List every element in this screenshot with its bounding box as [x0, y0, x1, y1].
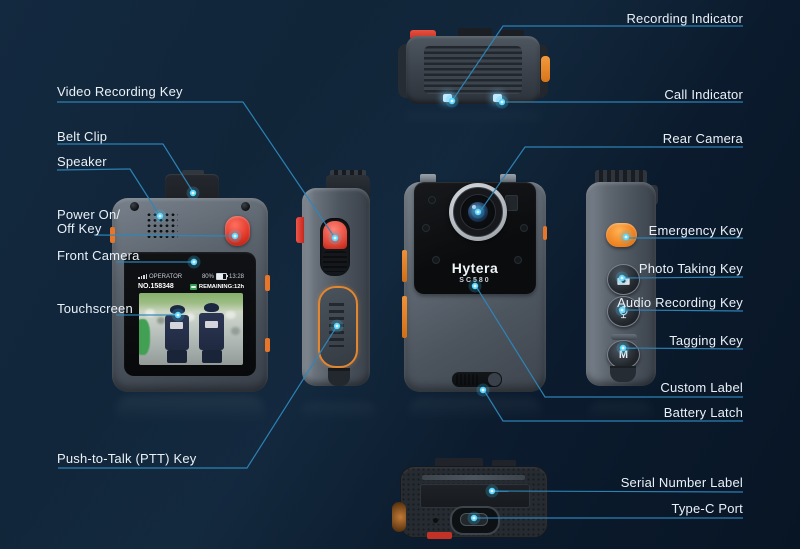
custom-label: SC580: [459, 277, 491, 284]
camera-icon: [617, 275, 630, 285]
call-indicator-light: [493, 94, 502, 102]
callout-battery-latch: Battery Latch: [663, 405, 743, 420]
tagging-key-label: M: [618, 348, 629, 361]
video-recording-key-top: [410, 30, 436, 40]
tagging-button: M: [607, 340, 640, 369]
callout-speaker: Speaker: [57, 154, 107, 169]
lens-barrel-end: [392, 502, 406, 532]
rear-view: Hytera SC580: [402, 174, 547, 396]
photo-taking-button: [607, 264, 640, 295]
rear-camera-lens: [449, 183, 507, 241]
bottom-view: [392, 458, 548, 542]
battery-icon: [215, 273, 228, 280]
callout-power-key: Power On/ Off Key: [57, 207, 121, 236]
callout-photo-taking-key: Photo Taking Key: [638, 261, 743, 276]
callout-recording-indicator: Recording Indicator: [626, 11, 743, 26]
callout-type-c-port: Type-C Port: [671, 501, 743, 516]
callout-emergency-key: Emergency Key: [648, 223, 743, 238]
screw: [130, 202, 139, 211]
left-side-view: [296, 168, 380, 400]
recording-indicator-light: [443, 94, 452, 102]
emergency-key-top: [541, 56, 550, 82]
clock: 13:28: [228, 273, 244, 280]
operator-label: OPERATOR: [149, 273, 183, 280]
ridged-grip: [424, 46, 522, 94]
signal-icon: [138, 274, 147, 279]
right-side-view: M: [584, 168, 658, 400]
speaker-grille: [146, 212, 178, 239]
screw: [241, 202, 250, 211]
front-camera: [189, 257, 198, 266]
mic-hole: [433, 518, 438, 523]
aux-sensor: [505, 195, 518, 211]
bystander-green: [139, 319, 150, 355]
callout-rear-camera: Rear Camera: [662, 131, 743, 146]
top-view: [398, 28, 550, 112]
callout-ptt-key: Push-to-Talk (PTT) Key: [57, 451, 197, 466]
emergency-key: [606, 223, 637, 247]
police-officer: [199, 303, 224, 363]
callout-touchscreen: Touchscreen: [57, 301, 133, 316]
police-officer: [165, 305, 189, 363]
callout-audio-recording-key: Audio Recording Key: [617, 295, 743, 310]
power-key: [225, 216, 250, 246]
video-recording-key: [320, 218, 350, 276]
serial-number-label-area: [420, 484, 530, 508]
ptt-key: [318, 286, 358, 368]
callout-video-recording-key: Video Recording Key: [57, 84, 183, 99]
unit-id: NO.158348: [138, 283, 174, 290]
ir-led: [432, 256, 440, 264]
ir-led: [428, 196, 436, 204]
remaining-time: REMAINING:12h: [198, 283, 244, 290]
callout-tagging-key: Tagging Key: [669, 333, 743, 348]
callout-belt-clip: Belt Clip: [57, 129, 108, 144]
callout-front-camera: Front Camera: [57, 248, 140, 263]
ir-led: [520, 224, 528, 232]
recording-status-icon: [189, 283, 197, 290]
callout-custom-label: Custom Label: [660, 380, 743, 395]
battery-percent: 80%: [201, 273, 214, 280]
ir-led: [422, 224, 430, 232]
callout-call-indicator: Call Indicator: [664, 87, 743, 102]
ir-led: [514, 256, 522, 264]
brand-label: Hytera: [451, 260, 499, 276]
touchscreen: OPERATOR 80% 13:28 NO.158348 REMAINING:1…: [136, 270, 246, 372]
front-view: OPERATOR 80% 13:28 NO.158348 REMAINING:1…: [110, 170, 270, 392]
type-c-port: [450, 506, 500, 535]
callout-serial-number-label: Serial Number Label: [620, 475, 743, 490]
police-photo: [139, 293, 243, 365]
